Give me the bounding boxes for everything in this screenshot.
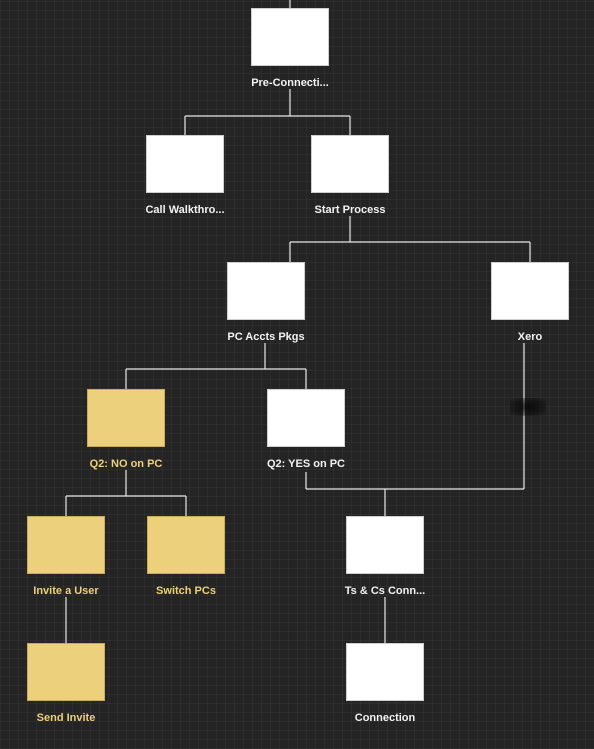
node-label: Invite a User [33, 585, 99, 597]
node-label: Ts & Cs Conn... [344, 585, 426, 597]
node-label: Xero [517, 331, 543, 343]
node-box[interactable] [251, 8, 329, 66]
drag-shadow [510, 398, 546, 416]
node-box[interactable] [311, 135, 389, 193]
node-box[interactable] [491, 262, 569, 320]
node-box[interactable] [146, 135, 224, 193]
node-box[interactable] [346, 516, 424, 574]
node-label: Connection [354, 712, 416, 724]
node-label: Start Process [314, 204, 386, 216]
node-box[interactable] [346, 643, 424, 701]
node-box[interactable] [147, 516, 225, 574]
node-label: Q2: NO on PC [89, 458, 163, 470]
node-label: Switch PCs [156, 585, 216, 597]
node-label: Send Invite [36, 712, 96, 724]
node-box[interactable] [267, 389, 345, 447]
node-label: Pre-Connecti... [251, 77, 329, 89]
node-label: PC Accts Pkgs [227, 331, 305, 343]
node-label: Q2: YES on PC [266, 458, 346, 470]
node-box[interactable] [227, 262, 305, 320]
node-label: Call Walkthro... [145, 204, 225, 216]
node-box[interactable] [27, 516, 105, 574]
node-box[interactable] [27, 643, 105, 701]
node-box[interactable] [87, 389, 165, 447]
